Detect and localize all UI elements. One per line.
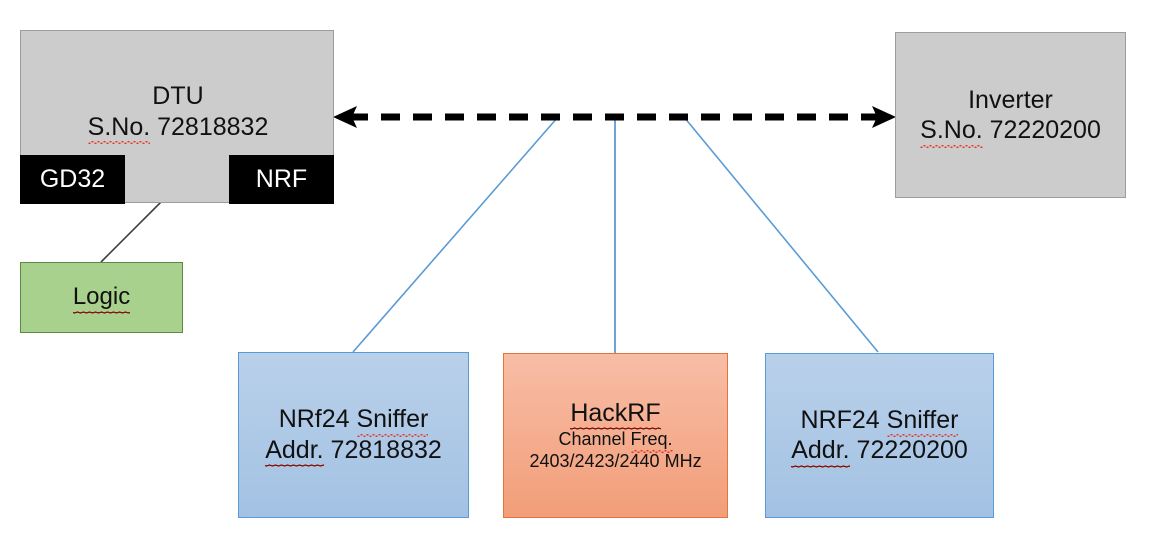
inverter-serial: S.No. 72220200 xyxy=(920,115,1101,147)
sniffer-right-title-word: Sniffer xyxy=(886,405,959,437)
sniffer-right-title: NRF24 Sniffer xyxy=(800,405,959,437)
sniffer-left-addr-spacer xyxy=(324,436,331,464)
sniffer-left-addr-prefix: Addr. xyxy=(265,435,324,467)
node-logic[interactable]: Logic xyxy=(20,262,183,333)
hackrf-title-wrap: HackRF xyxy=(570,398,661,430)
inverter-serial-spacer xyxy=(983,116,990,144)
dtu-inverter-arrowhead-left xyxy=(333,106,357,128)
node-sniffer-left[interactable]: NRf24 Sniffer Addr. 72818832 xyxy=(238,352,469,518)
logic-label: Logic xyxy=(72,282,131,314)
dtu-serial-value: 72818832 xyxy=(157,112,269,141)
inverter-serial-value: 72220200 xyxy=(989,116,1101,144)
rf-link-sniffer-left-line xyxy=(352,116,559,353)
sniffer-right-addr-spacer xyxy=(850,436,857,464)
dtu-title: DTU xyxy=(152,82,204,110)
dtu-label-group: DTU S.No. 72818832 xyxy=(21,81,335,144)
sniffer-right-title-model: NRF24 xyxy=(800,405,887,434)
sniffer-right-addr-value: 72220200 xyxy=(856,436,968,464)
rf-link-sniffer-right-line xyxy=(683,116,879,353)
hackrf-line2-word1: Channel xyxy=(558,429,626,450)
sniffer-left-addr: Addr. 72818832 xyxy=(265,435,442,467)
hackrf-line2-word2: Freq. xyxy=(630,429,673,454)
node-nrf[interactable]: NRF xyxy=(229,155,334,204)
node-sniffer-right[interactable]: NRF24 Sniffer Addr. 72220200 xyxy=(765,353,994,518)
sniffer-right-addr-prefix: Addr. xyxy=(791,435,850,467)
sniffer-right-addr: Addr. 72220200 xyxy=(791,435,968,467)
node-hackrf[interactable]: HackRF Channel Freq. 2403/2423/2440 MHz xyxy=(503,353,728,518)
sniffer-left-title-model: NRf24 xyxy=(278,405,357,433)
inverter-title: Inverter xyxy=(968,85,1053,114)
sniffer-left-addr-value: 72818832 xyxy=(330,435,442,464)
sniffer-left-title-word: Sniffer xyxy=(356,405,429,436)
logic-label-wrap: Logic xyxy=(72,282,131,314)
dtu-serial: S.No. 72818832 xyxy=(21,112,335,144)
node-gd32[interactable]: GD32 xyxy=(20,155,125,204)
gd32-label: GD32 xyxy=(39,165,106,193)
hackrf-line2: Channel Freq. xyxy=(558,429,673,454)
nrf-label: NRF xyxy=(255,165,308,193)
inverter-serial-prefix: S.No. xyxy=(920,116,983,147)
node-inverter[interactable]: Inverter S.No. 72220200 xyxy=(895,32,1126,198)
hackrf-line3: 2403/2423/2440 MHz xyxy=(529,451,702,472)
dtu-serial-prefix: S.No. xyxy=(87,112,151,144)
dtu-inverter-arrowhead-right xyxy=(872,106,896,128)
hackrf-title: HackRF xyxy=(570,398,661,430)
sniffer-left-title: NRf24 Sniffer xyxy=(278,404,429,436)
